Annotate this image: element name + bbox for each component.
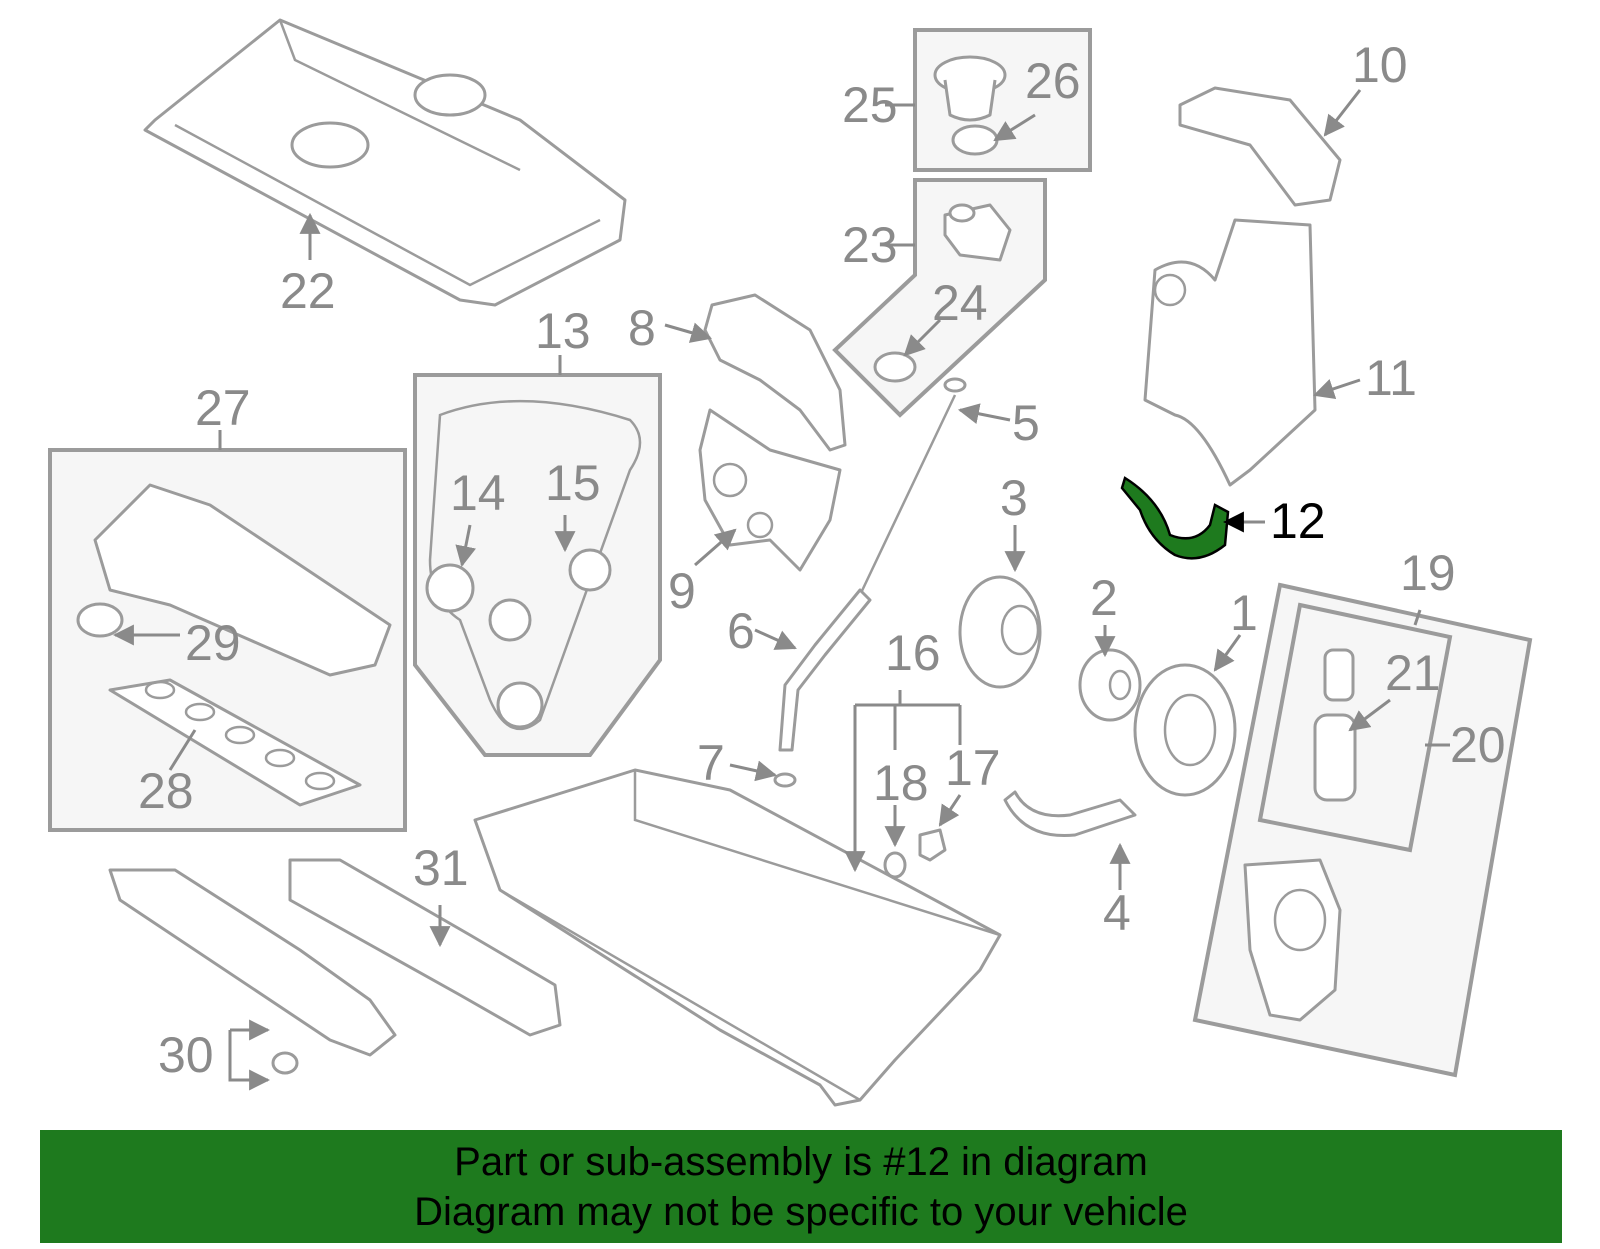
- oil-filter-housing-part: [1243, 648, 1357, 1022]
- leader-lines: [112, 89, 1450, 1091]
- oil-cap-part: [933, 55, 1007, 156]
- valve-cover-part: [143, 18, 627, 307]
- label-1: 1: [1230, 585, 1258, 641]
- label-27: 27: [195, 380, 251, 436]
- banner-line-2: Diagram may not be specific to your vehi…: [414, 1189, 1188, 1234]
- label-8: 8: [628, 300, 656, 356]
- gear-part: [1078, 648, 1142, 722]
- oil-pipe-part: [1003, 790, 1137, 838]
- dipstick-part: [773, 377, 967, 788]
- timing-belt-cover-part: [703, 293, 847, 452]
- pulley-part: [1133, 663, 1237, 797]
- timing-cover-part: [1143, 218, 1317, 487]
- label-30: 30: [158, 1027, 214, 1083]
- box-25-26: [913, 28, 1092, 172]
- label-7: 7: [697, 735, 725, 791]
- label-11: 11: [1365, 350, 1417, 406]
- label-15: 15: [545, 455, 601, 511]
- label-19: 19: [1400, 545, 1456, 601]
- exhaust-manifold-part: [108, 858, 562, 1075]
- label-20: 20: [1450, 717, 1506, 773]
- label-23: 23: [842, 217, 898, 273]
- timing-belt-part: [425, 399, 642, 731]
- label-13: 13: [535, 303, 591, 359]
- label-31: 31: [413, 840, 469, 896]
- label-18: 18: [873, 755, 929, 811]
- label-6: 6: [727, 603, 755, 659]
- label-10: 10: [1352, 37, 1408, 93]
- label-17: 17: [945, 740, 1001, 796]
- label-21: 21: [1385, 645, 1441, 701]
- label-14: 14: [450, 465, 506, 521]
- info-banner: Part or sub-assembly is #12 in diagram D…: [40, 1130, 1562, 1243]
- label-2: 2: [1090, 570, 1118, 626]
- label-26: 26: [1025, 53, 1081, 109]
- label-25: 25: [842, 77, 898, 133]
- oil-pump-part: [958, 575, 1042, 689]
- label-16: 16: [885, 625, 941, 681]
- label-3: 3: [1000, 470, 1028, 526]
- label-22: 22: [280, 263, 336, 319]
- label-12: 12: [1270, 493, 1326, 549]
- breather-part: [873, 203, 1012, 383]
- label-28: 28: [138, 763, 194, 819]
- label-5: 5: [1012, 395, 1040, 451]
- part-12-highlighted: [1120, 476, 1230, 560]
- label-9: 9: [668, 563, 696, 619]
- label-29: 29: [185, 615, 241, 671]
- label-4: 4: [1103, 885, 1131, 941]
- oil-pan-part: [473, 768, 1002, 1107]
- label-24: 24: [932, 275, 988, 331]
- timing-cover-upper-part: [1178, 86, 1342, 207]
- intake-manifold-part: [76, 483, 392, 807]
- banner-line-1: Part or sub-assembly is #12 in diagram: [454, 1139, 1148, 1184]
